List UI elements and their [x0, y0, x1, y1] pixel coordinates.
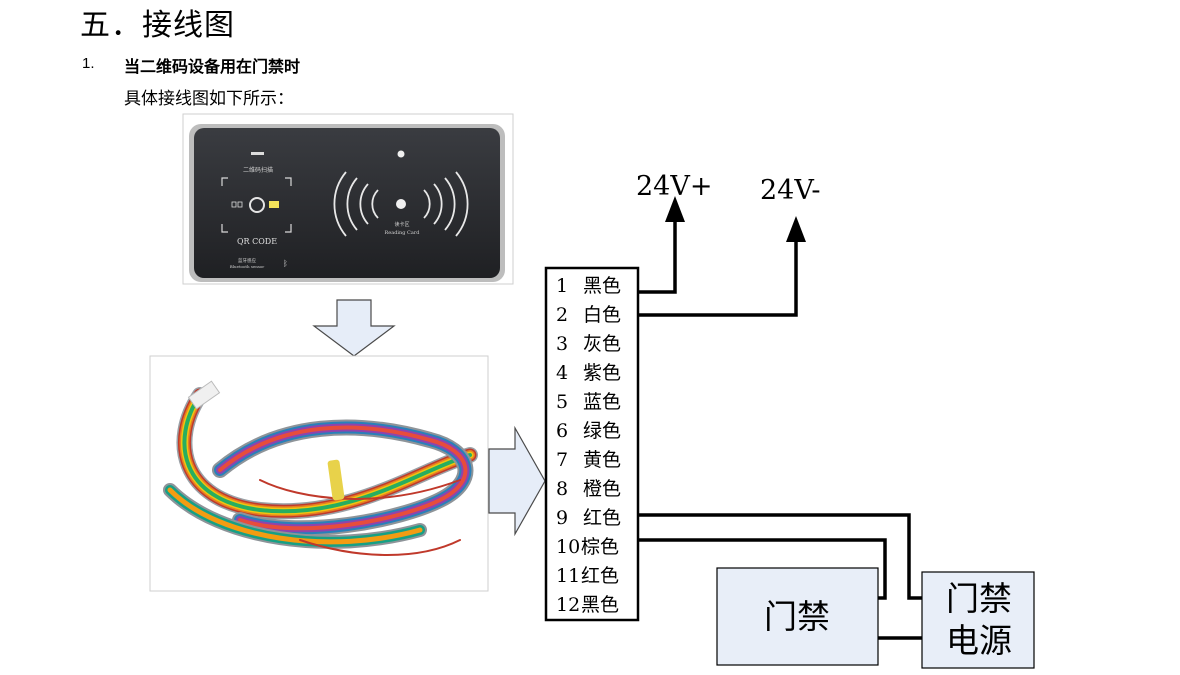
label-24v-positive: 24V+: [636, 171, 712, 202]
nfc-waves-icon: [333, 171, 469, 237]
pin-color: 蓝色: [583, 391, 621, 413]
bluetooth-label-cn: 蓝牙感应: [238, 257, 256, 264]
down-arrow-icon: [312, 299, 396, 357]
pin-color: 橙色: [583, 478, 621, 500]
camera-lens-icon: [249, 197, 265, 213]
door-access-box: [716, 567, 879, 666]
pin-color: 灰色: [583, 333, 621, 355]
pin-color: 白色: [583, 304, 621, 326]
bluetooth-label-en: Bluetooth sensor: [230, 264, 264, 269]
pin-color: 红色: [583, 507, 621, 529]
pin-color: 黑色: [581, 594, 619, 616]
pin-number: 7: [556, 449, 568, 471]
pin-number: 3: [556, 333, 568, 355]
door-power-label-line2: 电源: [946, 621, 1012, 660]
pin-number: 1: [556, 275, 568, 297]
pin-color: 黄色: [583, 449, 621, 471]
qr-light-icon: [269, 201, 279, 208]
pin-number: 2: [556, 304, 568, 326]
pin-number: 4: [556, 362, 568, 384]
pin-number: 5: [556, 391, 568, 413]
pin-color: 绿色: [583, 420, 621, 442]
section-title: 五．接线图: [80, 8, 235, 43]
pin-number: 11: [556, 565, 580, 587]
indicator-bar: [251, 152, 264, 155]
pin-number: 12: [556, 594, 580, 616]
door-power-box: [921, 571, 1035, 669]
status-led-icon: [397, 150, 405, 158]
connector-table: [544, 266, 640, 622]
arrow-up-negative-icon: [786, 216, 806, 242]
door-power-label-line1: 门禁: [946, 579, 1012, 618]
list-item-number: 1.: [82, 55, 95, 72]
door-access-label: 门禁: [764, 597, 830, 636]
pin-number: 9: [556, 507, 568, 529]
arrow-up-positive-icon: [665, 196, 685, 222]
pin-number: 10: [556, 536, 580, 558]
wire-brown-to-door: [638, 538, 887, 600]
pin-number: 6: [556, 420, 568, 442]
wires: [638, 218, 922, 640]
list-item-title: 当二维码设备用在门禁时: [124, 57, 301, 76]
qr-scan-label-cn: 二维码扫描: [243, 166, 273, 174]
card-label-en: Reading Card: [385, 230, 421, 236]
nfc-center-icon: [396, 199, 406, 209]
qr-frame: [221, 177, 292, 233]
pin-number: 8: [556, 478, 568, 500]
right-arrow-icon: [488, 425, 546, 537]
device-photo: 二维码扫描 QR CODE 蓝牙感应 Bluetooth sensor ᛒ 读卡…: [182, 113, 514, 285]
description-text: 具体接线图如下所示：: [124, 89, 294, 109]
qr-code-label: QR CODE: [237, 237, 277, 246]
label-24v-negative: 24V-: [760, 175, 821, 206]
wire-white-24v-negative: [638, 238, 798, 317]
card-label-cn: 读卡区: [394, 221, 409, 228]
wire-black-24v-positive: [638, 218, 677, 294]
bluetooth-icon: ᛒ: [283, 259, 288, 268]
pin-color: 黑色: [583, 275, 621, 297]
pin-color: 紫色: [583, 362, 621, 384]
pin-color: 红色: [581, 565, 619, 587]
wire-red-to-power: [638, 513, 922, 600]
cable-photo: [149, 355, 489, 592]
pin-color: 棕色: [581, 536, 619, 558]
